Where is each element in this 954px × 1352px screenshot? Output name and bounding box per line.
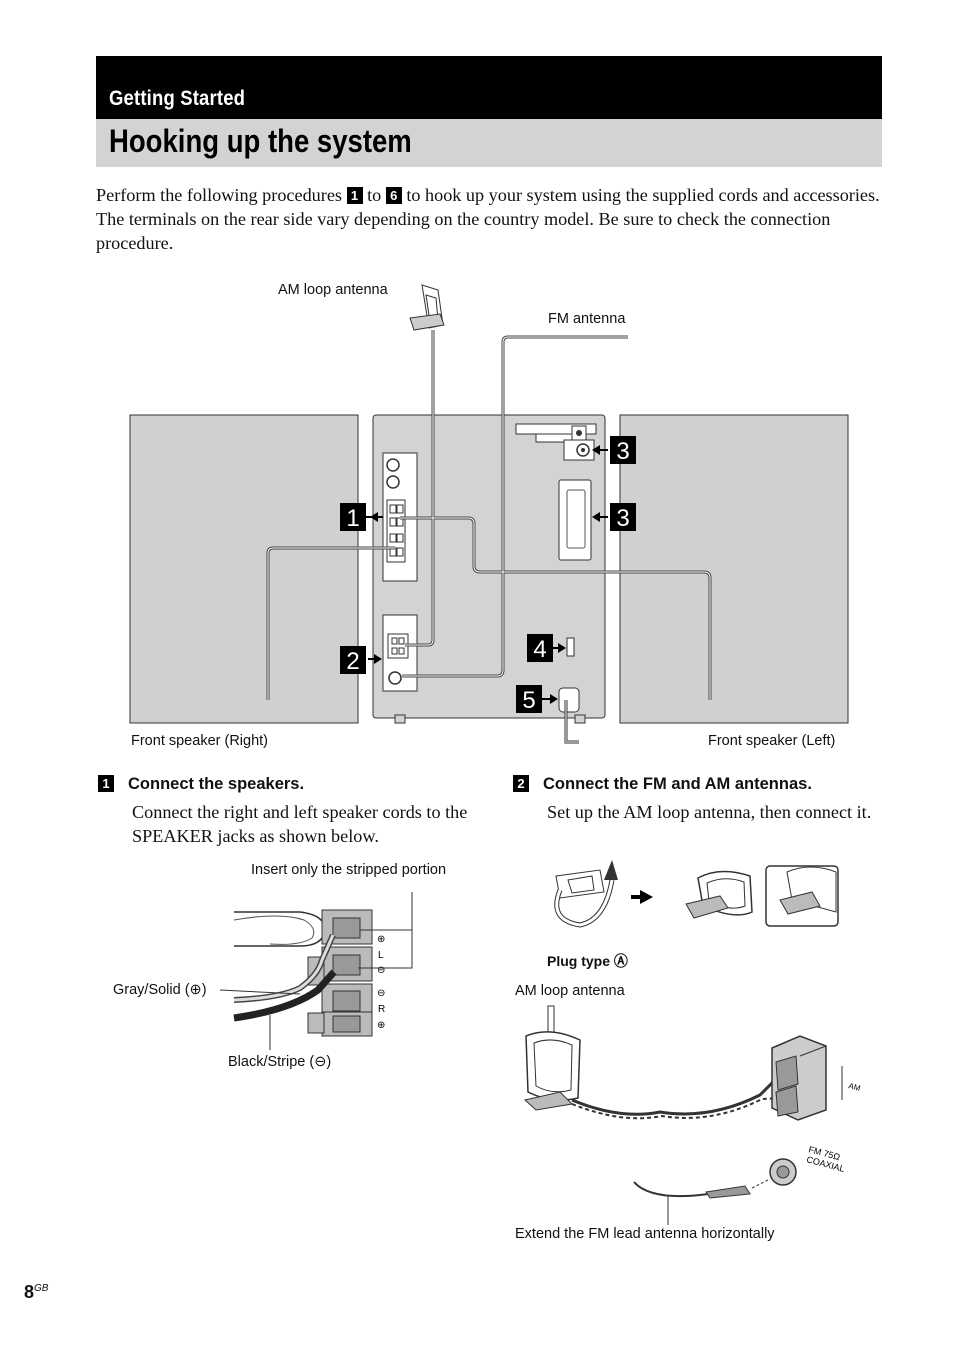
fm-antenna-label: FM antenna [548,311,626,327]
step2-badge: 2 [513,775,529,792]
intro-text-1: Perform the following procedures [96,185,347,205]
callout-2: 2 [340,646,366,675]
am-loop-antenna-connection-illustration: AM [523,1005,862,1121]
svg-text:2: 2 [346,648,359,675]
step2-body: Set up the AM loop antenna, then connect… [547,802,872,822]
step2-heading-text: Connect the FM and AM antennas. [543,775,812,793]
fm-lead-antenna-illustration: FM 75Ω COAXIAL [633,1144,846,1225]
section-title: Getting Started [109,87,246,110]
main-unit-rear-illustration [372,414,606,744]
step1-body: Connect the right and left speaker cords… [132,802,468,846]
plug-type-label: Plug type Ⓐ [547,953,628,969]
svg-text:1: 1 [346,505,359,532]
am-loop-antenna-icon [409,284,445,331]
step1-heading-text: Connect the speakers. [128,775,305,793]
front-speaker-left-label: Front speaker (Left) [708,733,836,749]
intro-text-2: to [362,185,386,205]
step-badge-1: 1 [346,187,363,204]
svg-text:3: 3 [616,505,629,532]
svg-text:3: 3 [616,438,629,465]
svg-text:AM: AM [847,1081,861,1093]
callout-5: 5 [516,685,542,714]
callout-1: 1 [340,503,366,532]
svg-text:4: 4 [533,636,546,663]
step1-badge: 1 [98,775,114,792]
am-loop-antenna-label-2: AM loop antenna [515,983,625,999]
section-header-bar: Getting Started [96,56,882,119]
black-stripe-label: Black/Stripe (⊖) [228,1054,332,1070]
front-speaker-right-illustration [129,414,359,724]
page-number: 8GB [24,1282,49,1302]
front-speaker-right-label: Front speaker (Right) [131,733,268,749]
callout-4: 4 [527,634,553,663]
callout-3b: 3 [610,503,636,532]
speaker-cord-illustration [219,892,413,1050]
step1-heading: 1 Connect the speakers. [98,775,304,794]
svg-text:5: 5 [522,687,535,714]
page-title: Hooking up the system [109,123,412,159]
intro-paragraph: Perform the following procedures 1 to 6 … [96,183,886,255]
am-loop-antenna-label: AM loop antenna [278,282,388,298]
page-title-bar: Hooking up the system [96,119,882,167]
gray-solid-label: Gray/Solid (⊕) [113,982,207,998]
step-badge-6: 6 [385,187,402,204]
intro-text-3: to hook up your system using the supplie… [96,185,880,253]
step2-heading: 2 Connect the FM and AM antennas. [513,775,812,794]
fm-lead-label: Extend the FM lead antenna horizontally [515,1226,775,1242]
am-antenna-setup-illustration [554,860,839,928]
insert-stripped-label: Insert only the stripped portion [251,862,447,878]
callout-3a: 3 [610,436,636,465]
terminal-marks: ⊕L⊖⊖R⊕ [377,934,385,1031]
front-speaker-left-illustration [619,414,849,724]
